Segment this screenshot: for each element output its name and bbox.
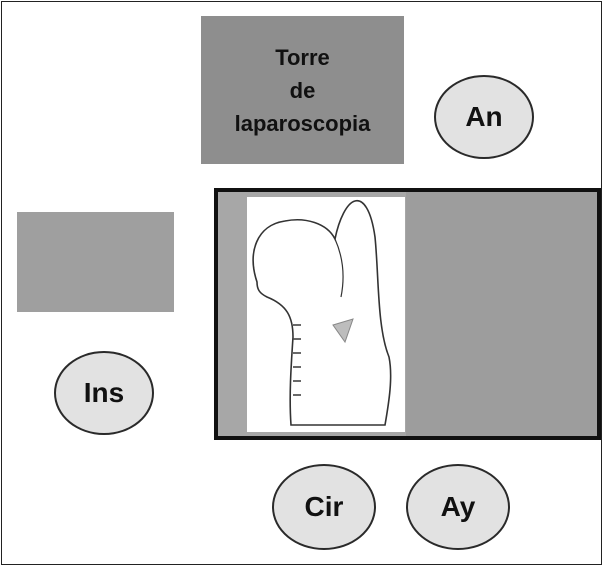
anesthesiologist-circle: An bbox=[434, 75, 534, 159]
tower-label-line-2: de bbox=[235, 74, 371, 107]
assistant-circle: Ay bbox=[406, 464, 510, 550]
liver-marker-icon bbox=[333, 319, 353, 342]
instrument-table bbox=[17, 212, 174, 312]
tower-label-line-3: laparoscopia bbox=[235, 107, 371, 140]
laparoscopy-tower: Torre de laparoscopia bbox=[201, 16, 404, 164]
instrumentist-circle: Ins bbox=[54, 351, 154, 435]
tower-label-line-1: Torre bbox=[235, 41, 371, 74]
patient-panel bbox=[247, 197, 405, 432]
port-marks-icon bbox=[293, 325, 301, 395]
patient-body-outline-icon bbox=[247, 197, 405, 432]
laparoscopy-tower-label: Torre de laparoscopia bbox=[235, 41, 371, 140]
operating-table-drape bbox=[406, 192, 597, 436]
operating-table bbox=[214, 188, 601, 440]
surgeon-circle: Cir bbox=[272, 464, 376, 550]
